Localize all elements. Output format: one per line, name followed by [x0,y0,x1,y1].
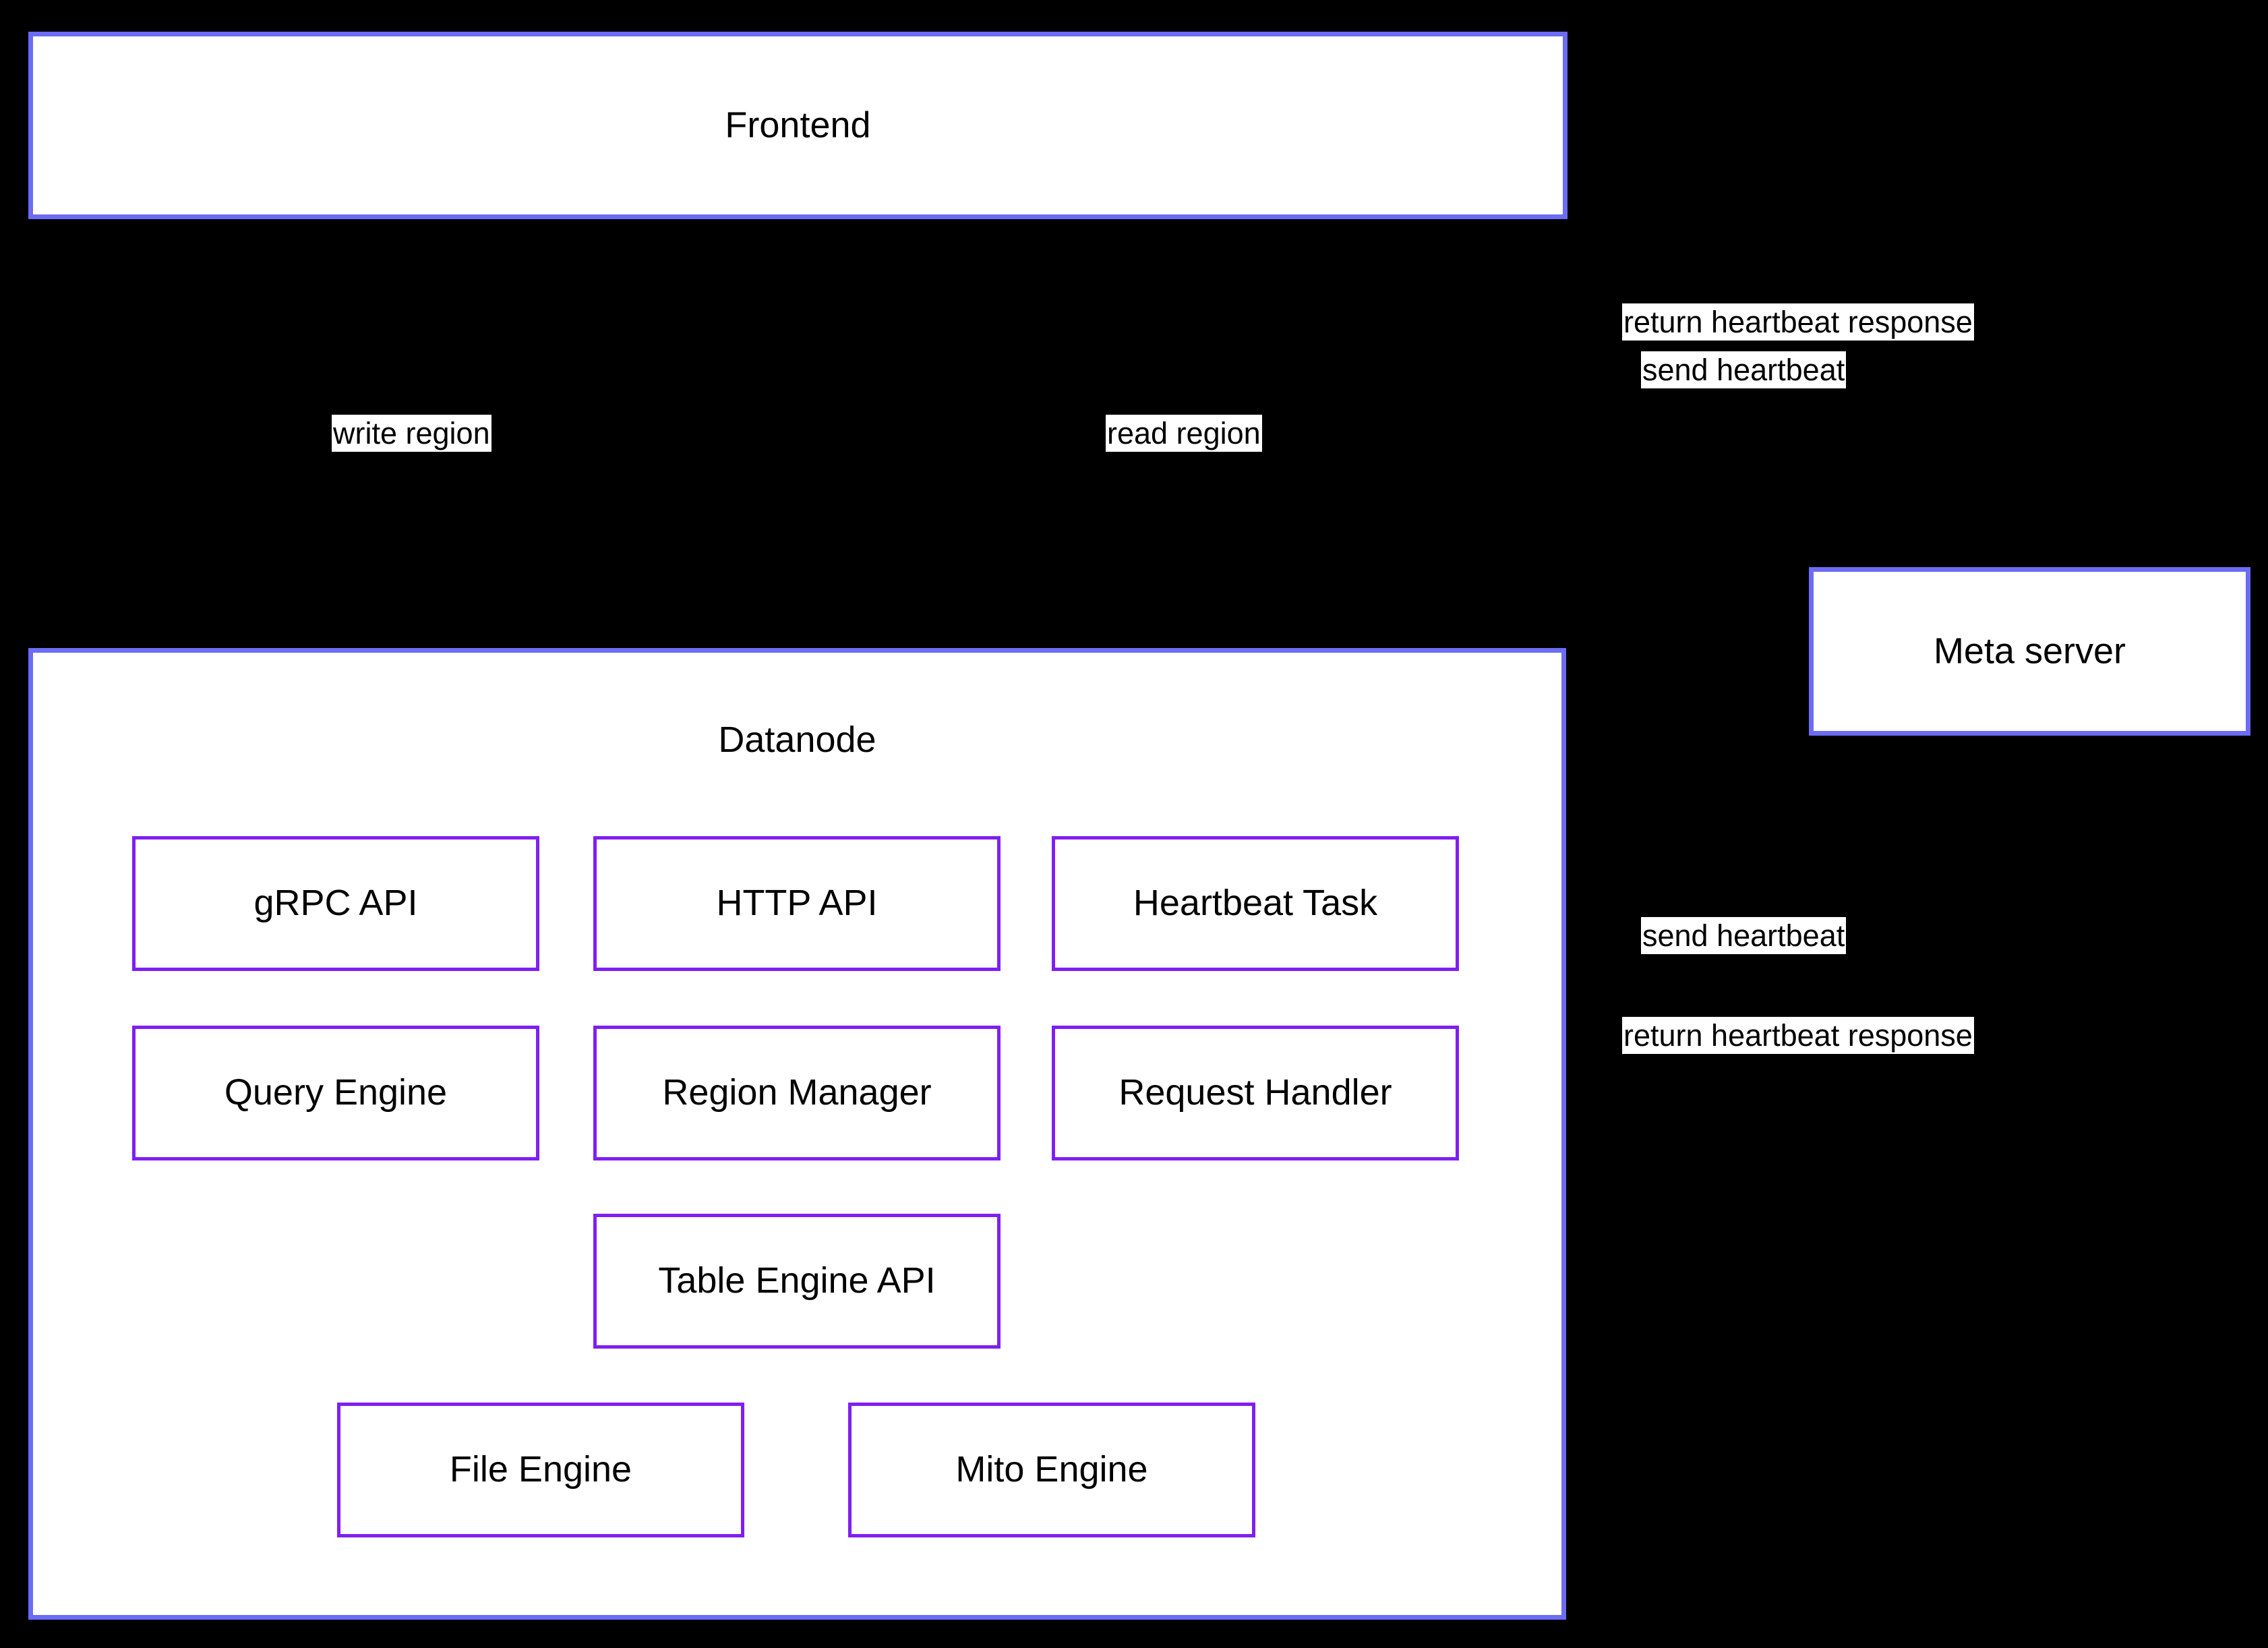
component-grpc-api-label: gRPC API [253,883,418,924]
component-request-handler-label: Request Handler [1118,1072,1392,1113]
component-region-manager-label: Region Manager [662,1072,932,1113]
wire-frontend-return-heartbeat-response [1750,216,2031,568]
component-http-api-label: HTTP API [716,883,878,924]
wire-frontend-send-heartbeat [1566,218,1863,570]
edge-label-write-region: write region [332,415,491,452]
component-heartbeat-task-label: Heartbeat Task [1133,883,1378,924]
node-frontend[interactable]: Frontend [28,32,1568,219]
edge-label-read-region: read region [1106,415,1262,452]
edge-label-frontend-send-heartbeat: send heartbeat [1641,351,1847,389]
node-meta-server-label: Meta server [1933,630,2126,672]
component-request-handler[interactable]: Request Handler [1052,1026,1459,1160]
edge-label-frontend-return-heartbeat-response: return heartbeat response [1622,303,1974,341]
component-query-engine-label: Query Engine [224,1072,448,1113]
component-file-engine-label: File Engine [449,1449,632,1490]
node-meta-server[interactable]: Meta server [1809,567,2250,736]
node-datanode-label: Datanode [718,719,876,760]
edge-label-datanode-return-heartbeat-response: return heartbeat response [1622,1017,1974,1055]
component-heartbeat-task[interactable]: Heartbeat Task [1052,836,1459,971]
edge-label-datanode-send-heartbeat: send heartbeat [1641,917,1847,955]
component-mito-engine-label: Mito Engine [955,1449,1148,1490]
component-table-engine-api-label: Table Engine API [658,1260,936,1301]
component-query-engine[interactable]: Query Engine [132,1026,539,1160]
component-http-api[interactable]: HTTP API [593,836,1001,971]
component-region-manager[interactable]: Region Manager [593,1026,1001,1160]
node-frontend-label: Frontend [725,105,871,146]
component-grpc-api[interactable]: gRPC API [132,836,539,971]
component-file-engine[interactable]: File Engine [337,1403,744,1537]
component-mito-engine[interactable]: Mito Engine [848,1403,1255,1537]
component-table-engine-api[interactable]: Table Engine API [593,1214,1001,1349]
